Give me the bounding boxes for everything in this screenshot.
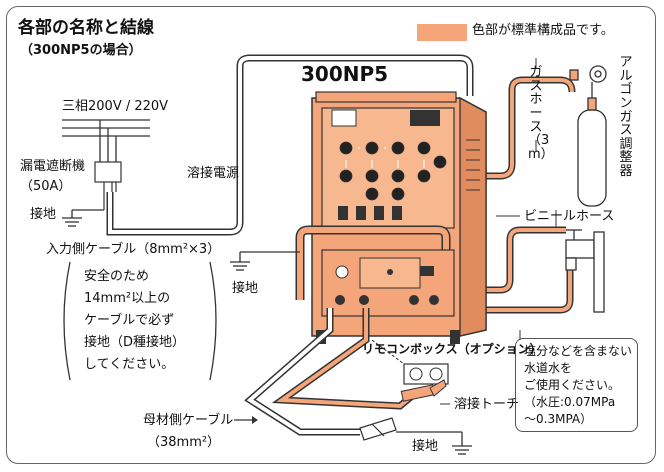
ground-input-label: 接地 xyxy=(232,281,259,296)
ground-clamp xyxy=(359,417,397,441)
ground-symbol-input xyxy=(230,251,300,271)
ground-symbol-left xyxy=(62,210,82,227)
grounding-note-3: ケーブルで必ず xyxy=(84,313,175,328)
water-note-2: 水道水を xyxy=(524,361,573,375)
three-phase-label: 三相200V / 220V xyxy=(62,99,169,114)
water-note-5: ～0.3MPA） xyxy=(524,412,593,426)
model-name: 300NP5 xyxy=(301,62,389,86)
power-lines xyxy=(62,119,150,162)
breaker-label: 漏電遮断機 xyxy=(20,159,86,174)
base-cable-size: （38mm²） xyxy=(147,435,221,450)
grounding-note-2: 14mm²以上の xyxy=(84,291,171,306)
ground-left-label: 接地 xyxy=(30,207,57,222)
vinyl-hose xyxy=(486,226,566,294)
page-title: 各部の名称と結線 xyxy=(18,18,154,38)
torch-label: 溶接トーチ xyxy=(454,397,520,412)
breaker-rating: （50A） xyxy=(20,179,72,194)
diagram-frame xyxy=(6,6,656,464)
page-subtitle: （300NP5の場合） xyxy=(20,43,142,58)
water-note-box: 塩分などを含まない 水道水を ご使用ください。 （水圧:0.07MPa ～0.3… xyxy=(515,338,638,432)
ground-bottom-label: 接地 xyxy=(412,439,439,454)
grounding-note-1: 安全のため xyxy=(84,269,150,284)
welding-torch xyxy=(400,379,447,402)
ground-symbol-bottom xyxy=(396,431,472,455)
argon-cylinder xyxy=(569,65,607,207)
water-note-1: 塩分などを含まない xyxy=(524,344,633,358)
input-cable-label: 入力側ケーブル（8mm²×3） xyxy=(46,242,221,257)
remote-box xyxy=(403,363,449,385)
legend-swatch xyxy=(417,24,467,41)
water-faucet xyxy=(565,229,605,313)
breaker-box xyxy=(94,161,122,183)
welder-machine xyxy=(295,91,487,344)
base-cable-label: 母材側ケーブル xyxy=(143,413,234,428)
vinyl-hose-label: ビニールホース xyxy=(524,209,615,224)
grounding-note-5: してください。 xyxy=(84,357,175,372)
water-note-4: （水圧:0.07MPa xyxy=(524,395,616,409)
water-note-3: ご使用ください。 xyxy=(524,378,621,392)
power-source-label: 溶接電源 xyxy=(187,166,240,181)
remote-box-label: リモコンボックス（オプション） xyxy=(362,342,542,356)
argon-regulator-label: アルゴンガス調整器 xyxy=(619,55,633,180)
regulator-gauge xyxy=(589,65,607,83)
grounding-note-4: 接地（D種接地） xyxy=(84,335,186,350)
legend-text: 色部が標準構成品です。 xyxy=(472,23,614,38)
gas-hose-label: ガスホース（3m） xyxy=(528,65,554,162)
